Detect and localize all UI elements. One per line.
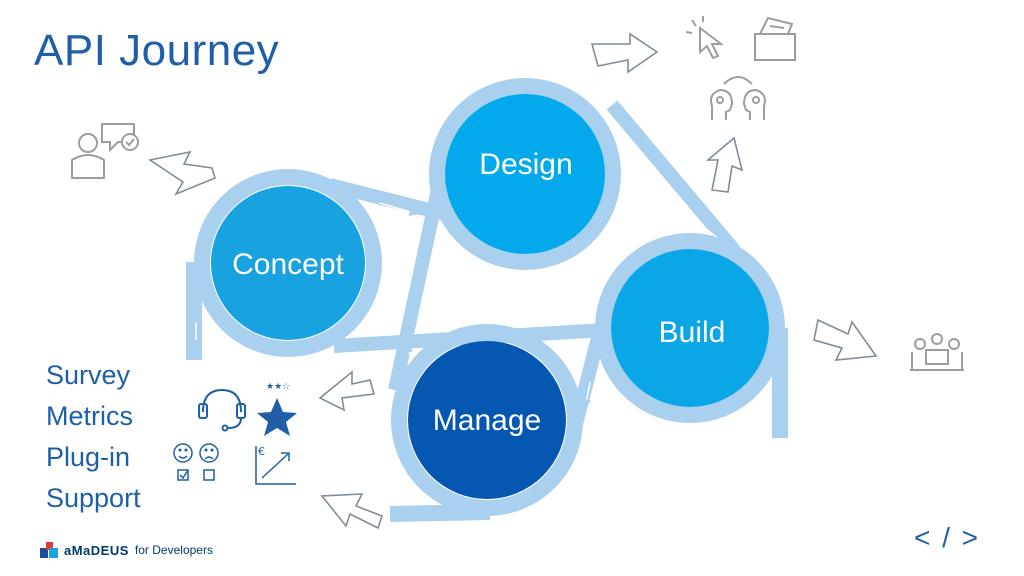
- feature-list: Survey Metrics Plug-in Support: [46, 355, 141, 519]
- sketch-arrow-top: [590, 32, 659, 74]
- sketch-arrow-manage: [318, 370, 376, 412]
- flow-arrows: [191, 202, 724, 409]
- euro-growth-icon: €: [255, 445, 296, 485]
- design-circle[interactable]: [445, 94, 605, 254]
- star-rating-icon: ★★☆: [257, 382, 297, 436]
- list-item-metrics: Metrics: [46, 401, 133, 431]
- headset-icon: [198, 388, 246, 432]
- concept-label: Concept: [232, 248, 344, 281]
- brand-tagline: for Developers: [134, 543, 213, 557]
- logo-mark-icon: [40, 542, 58, 558]
- brand-name: aMaDEUS: [64, 542, 129, 558]
- wallet-icon: [754, 16, 796, 61]
- list-item-survey: Survey: [46, 360, 131, 390]
- sketch-arrow-right: [813, 318, 878, 361]
- meeting-icon: [910, 333, 964, 371]
- build-label: Build: [658, 316, 726, 349]
- person-chat-icon: [71, 123, 139, 179]
- list-item-plugin: Plug-in: [46, 442, 131, 472]
- sketch-arrow-up: [705, 136, 744, 193]
- manage-label: Manage: [432, 404, 542, 437]
- build-circle[interactable]: [611, 249, 769, 407]
- list-item-support: Support: [46, 483, 141, 513]
- svg-text:€: €: [258, 445, 265, 458]
- smiley-survey-icon: [173, 443, 219, 481]
- page-title: API Journey: [34, 26, 280, 75]
- cursor-click-icon: [685, 16, 724, 60]
- sketch-arrow-bottom: [320, 493, 384, 530]
- heads-exchange-icon: [710, 76, 766, 120]
- concept-circle[interactable]: [211, 186, 365, 340]
- sketch-arrow-concept: [147, 150, 216, 196]
- manage-circle[interactable]: [408, 341, 566, 499]
- track-belts: [186, 100, 788, 522]
- design-label: Design: [479, 148, 573, 181]
- code-icon: < / >: [913, 522, 980, 553]
- svg-text:★★☆: ★★☆: [266, 382, 290, 392]
- amadeus-logo: aMaDEUS for Developers: [40, 540, 213, 560]
